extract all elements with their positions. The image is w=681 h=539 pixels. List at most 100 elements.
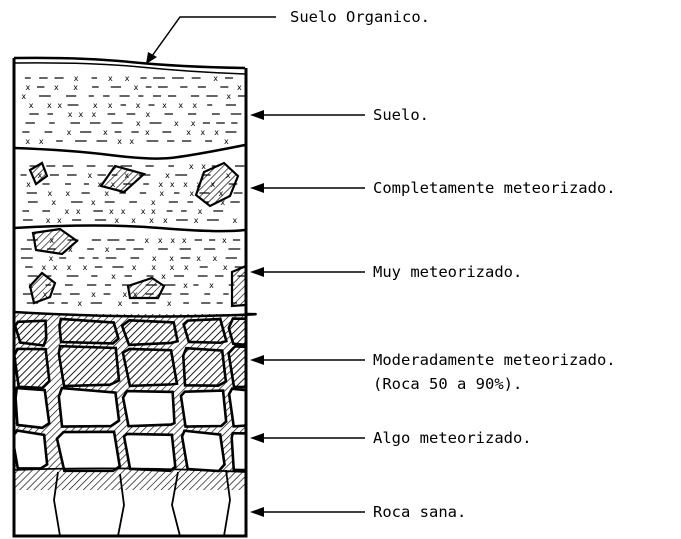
- soil-x-mark: x: [78, 110, 83, 119]
- label-suelo: Suelo.: [373, 106, 429, 124]
- soil-x-mark: x: [65, 189, 70, 198]
- boundary-soil-complete: [13, 143, 246, 160]
- soil-x-mark: x: [184, 263, 189, 272]
- rock-block: [121, 389, 176, 428]
- soil-x-mark: x: [121, 207, 126, 216]
- rock-block: [14, 429, 49, 470]
- soil-x-mark: x: [174, 119, 179, 128]
- soil-x-mark: x: [191, 119, 196, 128]
- soil-x-mark: x: [51, 198, 56, 207]
- soil-x-mark: x: [182, 236, 187, 245]
- soil-x-mark: x: [183, 281, 188, 290]
- boundary-complete-muy: [13, 224, 246, 233]
- layer-labels: Suelo Organico. Suelo. Completamente met…: [290, 8, 616, 521]
- rock-block: [227, 387, 246, 428]
- soil-x-mark: x: [118, 299, 123, 308]
- soil-x-mark: x: [134, 83, 139, 92]
- soil-x-mark: x: [167, 299, 172, 308]
- soil-x-mark: x: [183, 180, 188, 189]
- rock-block: [179, 389, 228, 428]
- soil-x-mark: x: [88, 171, 93, 180]
- soil-x-mark: x: [68, 245, 73, 254]
- rock-block: [57, 344, 121, 388]
- bedrock-crack: [14, 467, 246, 473]
- soil-x-mark: x: [103, 128, 108, 137]
- soil-x-mark: x: [152, 254, 157, 263]
- soil-x-mark: x: [161, 272, 166, 281]
- rock-clast: [28, 161, 49, 186]
- soil-x-mark: x: [144, 236, 149, 245]
- rock-block: [182, 317, 228, 345]
- soil-x-mark: x: [46, 216, 51, 225]
- soil-x-mark: x: [77, 299, 82, 308]
- soil-x-mark: x: [39, 137, 44, 146]
- soil-x-mark: x: [189, 189, 194, 198]
- soil-x-mark: x: [67, 263, 72, 272]
- soil-x-mark: x: [64, 207, 69, 216]
- soil-x-mark: x: [145, 128, 150, 137]
- rock-block: [180, 429, 226, 473]
- rock-block: [14, 319, 48, 347]
- label-completo: Completamente meteorizado.: [373, 179, 616, 197]
- soil-x-mark: x: [170, 236, 175, 245]
- soil-x-mark: x: [49, 254, 54, 263]
- label-leaders: [146, 16, 365, 517]
- soil-x-mark: x: [25, 83, 30, 92]
- soil-x-mark: x: [57, 101, 62, 110]
- soil-x-mark: x: [68, 110, 73, 119]
- soil-x-mark: x: [47, 101, 52, 110]
- soil-x-mark: x: [141, 207, 146, 216]
- column-border: [12, 58, 248, 538]
- leader-moderado: [250, 355, 365, 365]
- soil-x-mark: x: [131, 216, 136, 225]
- soil-x-mark: x: [226, 92, 231, 101]
- soil-x-mark: x: [54, 83, 59, 92]
- boundary-muy-moderate: [13, 310, 257, 318]
- soil-x-mark: x: [74, 74, 79, 83]
- soil-x-mark: x: [67, 128, 72, 137]
- soil-x-mark: x: [136, 101, 141, 110]
- soil-x-mark: x: [53, 263, 58, 272]
- rock-block: [58, 317, 120, 345]
- soil-x-mark: x: [108, 101, 113, 110]
- soil-x-mark: x: [105, 245, 110, 254]
- soil-x-mark: x: [29, 101, 34, 110]
- leader-algo: [250, 433, 365, 443]
- soil-x-mark: x: [109, 207, 114, 216]
- soil-x-mark: x: [232, 216, 237, 225]
- soil-x-mark: x: [93, 101, 98, 110]
- soil-x-mark: x: [125, 74, 130, 83]
- soil-x-mark: x: [42, 263, 47, 272]
- bedrock-crack: [53, 471, 61, 536]
- bedrock-crack: [223, 469, 231, 536]
- soil-x-mark: x: [162, 101, 167, 110]
- rock-block: [227, 317, 246, 347]
- rock-block: [121, 347, 179, 388]
- soil-x-mark: x: [151, 263, 156, 272]
- soil-x-mark: x: [132, 263, 137, 272]
- soil-x-mark: x: [201, 162, 206, 171]
- soil-x-mark: x: [186, 128, 191, 137]
- rock-clast: [126, 276, 166, 300]
- soil-x-mark: x: [76, 207, 81, 216]
- soil-x-mark: x: [25, 137, 30, 146]
- rock-block: [120, 318, 180, 347]
- label-algo: Algo meteorizado.: [373, 429, 532, 447]
- leader-muy: [250, 267, 365, 277]
- soil-x-mark: x: [73, 83, 78, 92]
- bedrock-crack: [117, 473, 125, 536]
- leader-suelo: [250, 110, 365, 120]
- soil-x-mark: x: [224, 137, 229, 146]
- rock-block: [14, 386, 51, 430]
- soil-x-mark: x: [213, 254, 218, 263]
- soil-x-mark: x: [213, 74, 218, 83]
- rock-clast: [230, 264, 246, 308]
- soil-x-mark: x: [114, 216, 119, 225]
- label-organic: Suelo Organico.: [290, 8, 430, 26]
- soil-x-mark: x: [194, 216, 199, 225]
- label-muy: Muy meteorizado.: [373, 263, 522, 281]
- soil-x-mark: x: [189, 162, 194, 171]
- label-sana: Roca sana.: [373, 503, 466, 521]
